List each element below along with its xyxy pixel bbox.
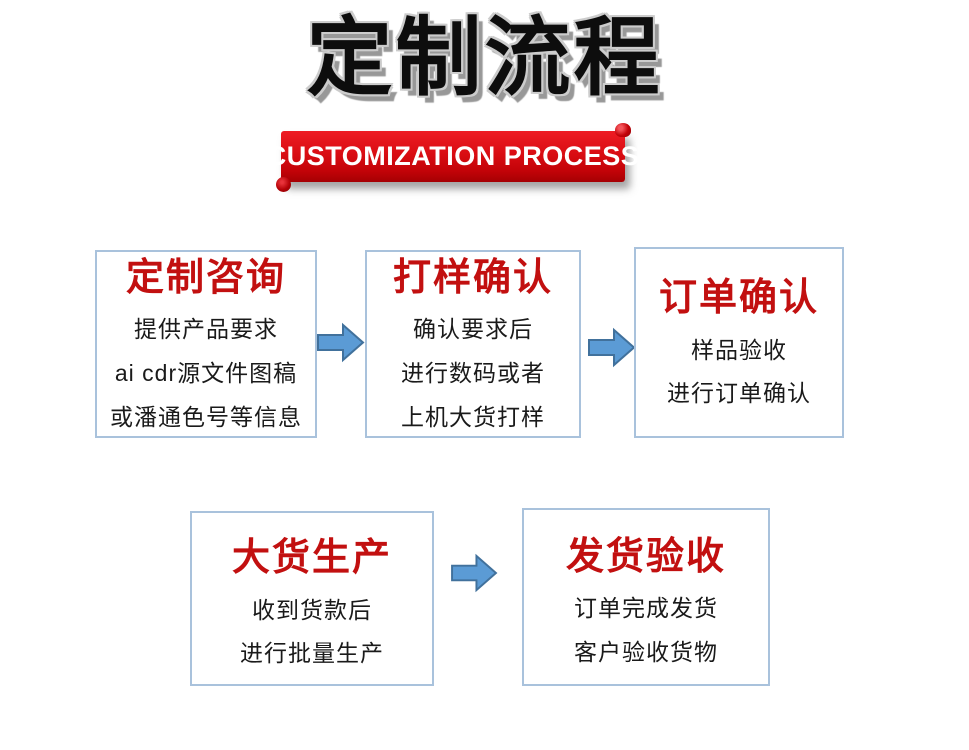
step-title: 定制咨询 xyxy=(125,256,286,299)
step-line: 或潘通色号等信息 xyxy=(110,403,302,430)
step-box-production: 大货生产 收到货款后 进行批量生产 xyxy=(190,511,434,686)
step-line: ai cdr源文件图稿 xyxy=(114,360,298,387)
step-title: 发货验收 xyxy=(565,535,726,578)
step-line: 上机大货打样 xyxy=(401,403,545,430)
step-line: 进行订单确认 xyxy=(667,380,811,407)
step-line: 提供产品要求 xyxy=(134,316,278,343)
arrow-right-icon xyxy=(588,327,636,368)
step-box-consultation: 定制咨询 提供产品要求 ai cdr源文件图稿 或潘通色号等信息 xyxy=(95,250,317,438)
step-box-shipping-acceptance: 发货验收 订单完成发货 客户验收货物 xyxy=(522,508,770,686)
step-line: 客户验收货物 xyxy=(574,638,718,665)
step-line: 进行数码或者 xyxy=(401,360,545,387)
step-line: 样品验收 xyxy=(691,336,787,363)
step-title: 订单确认 xyxy=(658,277,819,320)
banner-label: CUSTOMIZATION PROCESS xyxy=(266,141,640,171)
page-title: 定制流程 xyxy=(306,10,663,106)
step-line: 订单完成发货 xyxy=(574,595,718,622)
step-box-order-confirm: 订单确认 样品验收 进行订单确认 xyxy=(634,247,844,438)
step-line: 确认要求后 xyxy=(413,316,533,343)
step-title: 大货生产 xyxy=(231,537,392,580)
banner-ribbon: CUSTOMIZATION PROCESS xyxy=(267,123,639,192)
step-box-sampling: 打样确认 确认要求后 进行数码或者 上机大货打样 xyxy=(365,250,581,438)
step-line: 进行批量生产 xyxy=(240,640,384,667)
arrow-right-icon xyxy=(317,322,365,363)
step-line: 收到货款后 xyxy=(252,596,372,623)
arrow-right-icon xyxy=(451,553,498,593)
step-title: 打样确认 xyxy=(392,256,553,299)
